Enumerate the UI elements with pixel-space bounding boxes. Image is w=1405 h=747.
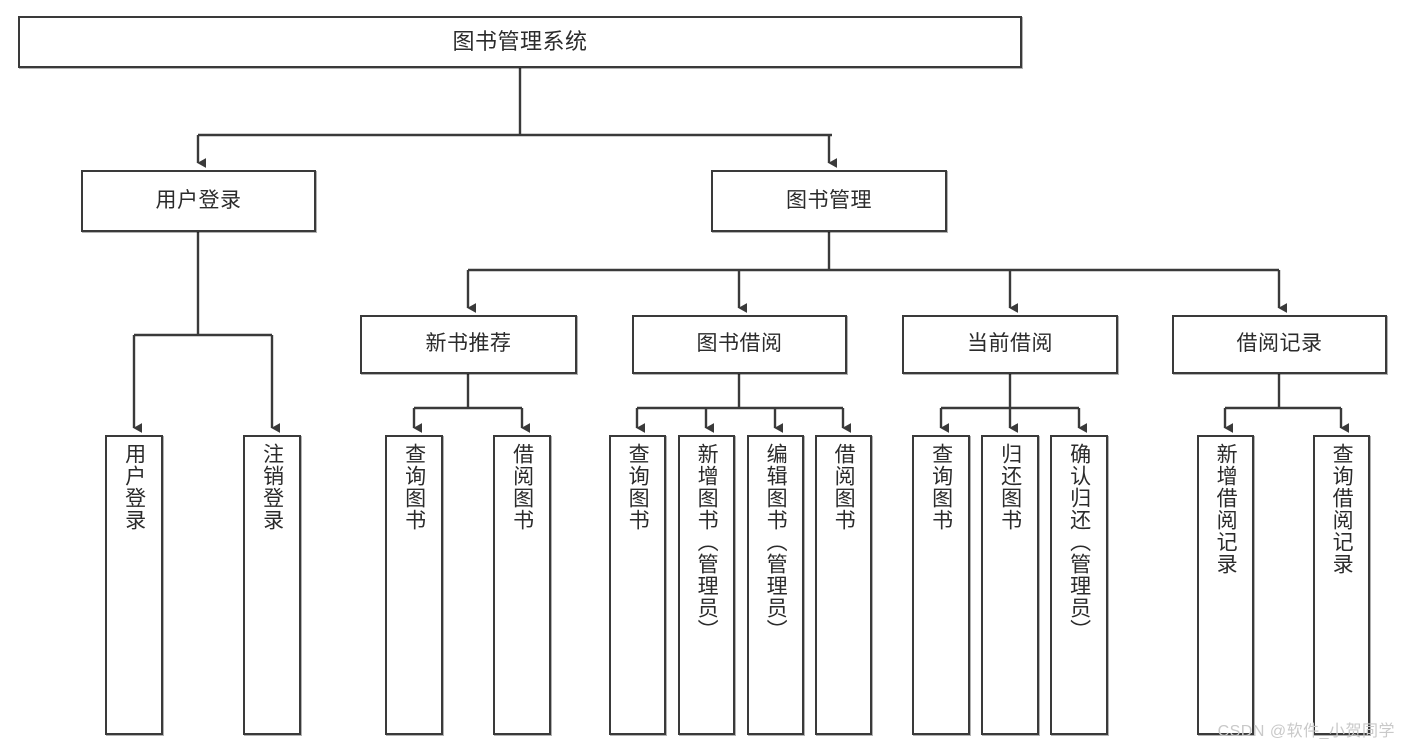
node-label: 用户登录 [122,443,146,531]
leaf-borrow-record-query[interactable]: 查询借阅记录 [1313,435,1370,735]
node-label: 查询图书 [626,443,650,531]
node-label: 新书推荐 [425,332,512,356]
node-current-borrow[interactable]: 当前借阅 [902,315,1118,374]
node-label: 查询借阅记录 [1330,443,1354,575]
node-label: 查询图书 [929,443,953,531]
leaf-user-login-login[interactable]: 用户登录 [105,435,163,735]
leaf-book-borrow-query[interactable]: 查询图书 [609,435,666,735]
node-user-login[interactable]: 用户登录 [81,170,316,232]
leaf-book-borrow-add[interactable]: 新增图书（管理员） [678,435,735,735]
leaf-book-borrow-borrow[interactable]: 借阅图书 [815,435,872,735]
node-label: 图书管理 [786,188,872,212]
node-label: 新增借阅记录 [1214,443,1238,575]
node-label: 新增图书（管理员） [695,443,719,641]
leaf-new-book-query[interactable]: 查询图书 [385,435,443,735]
node-label: 确认归还（管理员） [1067,443,1091,641]
leaf-current-borrow-return[interactable]: 归还图书 [981,435,1039,735]
node-label: 当前借阅 [967,332,1053,356]
node-label: 查询图书 [402,443,426,531]
node-new-book-recommend[interactable]: 新书推荐 [360,315,577,374]
leaf-current-borrow-query[interactable]: 查询图书 [912,435,970,735]
leaf-user-login-logout[interactable]: 注销登录 [243,435,301,735]
node-borrow-record[interactable]: 借阅记录 [1172,315,1387,374]
leaf-book-borrow-edit[interactable]: 编辑图书（管理员） [747,435,804,735]
node-label: 编辑图书（管理员） [764,443,788,641]
node-label: 归还图书 [998,443,1022,531]
node-root-system[interactable]: 图书管理系统 [18,16,1022,68]
node-label: 借阅图书 [510,443,534,531]
node-label: 用户登录 [155,188,242,212]
node-label: 借阅记录 [1236,332,1323,356]
node-label: 注销登录 [260,443,284,531]
leaf-current-borrow-confirm-return[interactable]: 确认归还（管理员） [1050,435,1108,735]
node-label: 借阅图书 [832,443,856,531]
node-book-management[interactable]: 图书管理 [711,170,947,232]
node-label: 图书管理系统 [452,28,588,54]
node-book-borrow[interactable]: 图书借阅 [632,315,847,374]
csdn-watermark: CSDN @软件_小贺同学 [1217,723,1395,740]
leaf-borrow-record-add[interactable]: 新增借阅记录 [1197,435,1254,735]
leaf-new-book-borrow[interactable]: 借阅图书 [493,435,551,735]
node-label: 图书借阅 [696,332,783,356]
